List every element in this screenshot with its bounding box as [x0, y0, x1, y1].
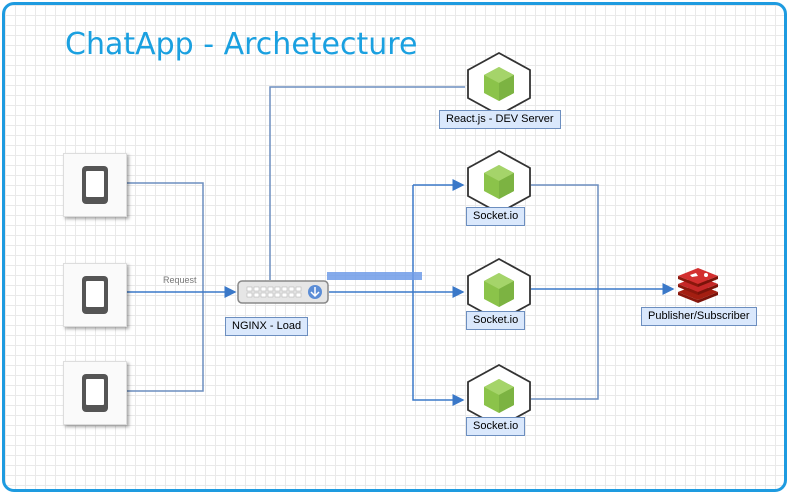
wire-selection-highlight: [327, 272, 422, 280]
diagram-title: ChatApp - Archetecture: [65, 27, 418, 62]
wire-phone-bottom: [125, 292, 204, 392]
server-node-icon: [467, 149, 531, 215]
nginx-label: NGINX - Load: [225, 317, 309, 336]
socket-server-1-node: [464, 149, 534, 215]
client-phone-top: [63, 153, 127, 217]
request-edge-label: Request: [163, 275, 197, 285]
wire-nginx-react: [269, 86, 465, 280]
pubsub-label: Publisher/Subscriber: [641, 307, 757, 326]
server-node-icon: [467, 363, 531, 429]
socket-server-3-node: [464, 363, 534, 429]
connection-wires: [125, 86, 675, 406]
socket-server-2-label: Socket.io: [466, 311, 526, 330]
client-phone-bottom: [63, 361, 127, 425]
phone-icon: [82, 374, 108, 412]
client-phone-middle: [63, 263, 127, 327]
react-dev-server-label: React.js - DEV Server: [439, 110, 561, 129]
redis-icon: [676, 268, 720, 304]
phone-icon: [82, 276, 108, 314]
socket-server-3-label: Socket.io: [466, 417, 526, 436]
load-balancer-icon: [237, 280, 329, 304]
wire-phone-top: [125, 182, 204, 292]
server-node-icon: [467, 257, 531, 323]
wire-socket-1-redis: [531, 184, 599, 290]
socket-server-1-label: Socket.io: [466, 207, 526, 226]
server-node-icon: [467, 51, 531, 117]
react-dev-server-node: [464, 51, 534, 117]
wire-nginx-socket-3: [412, 292, 465, 406]
phone-icon: [82, 166, 108, 204]
wire-socket-3-redis: [531, 290, 599, 400]
diagram-canvas: ChatApp - Archetecture Request: [2, 2, 787, 492]
socket-server-2-node: [464, 257, 534, 323]
